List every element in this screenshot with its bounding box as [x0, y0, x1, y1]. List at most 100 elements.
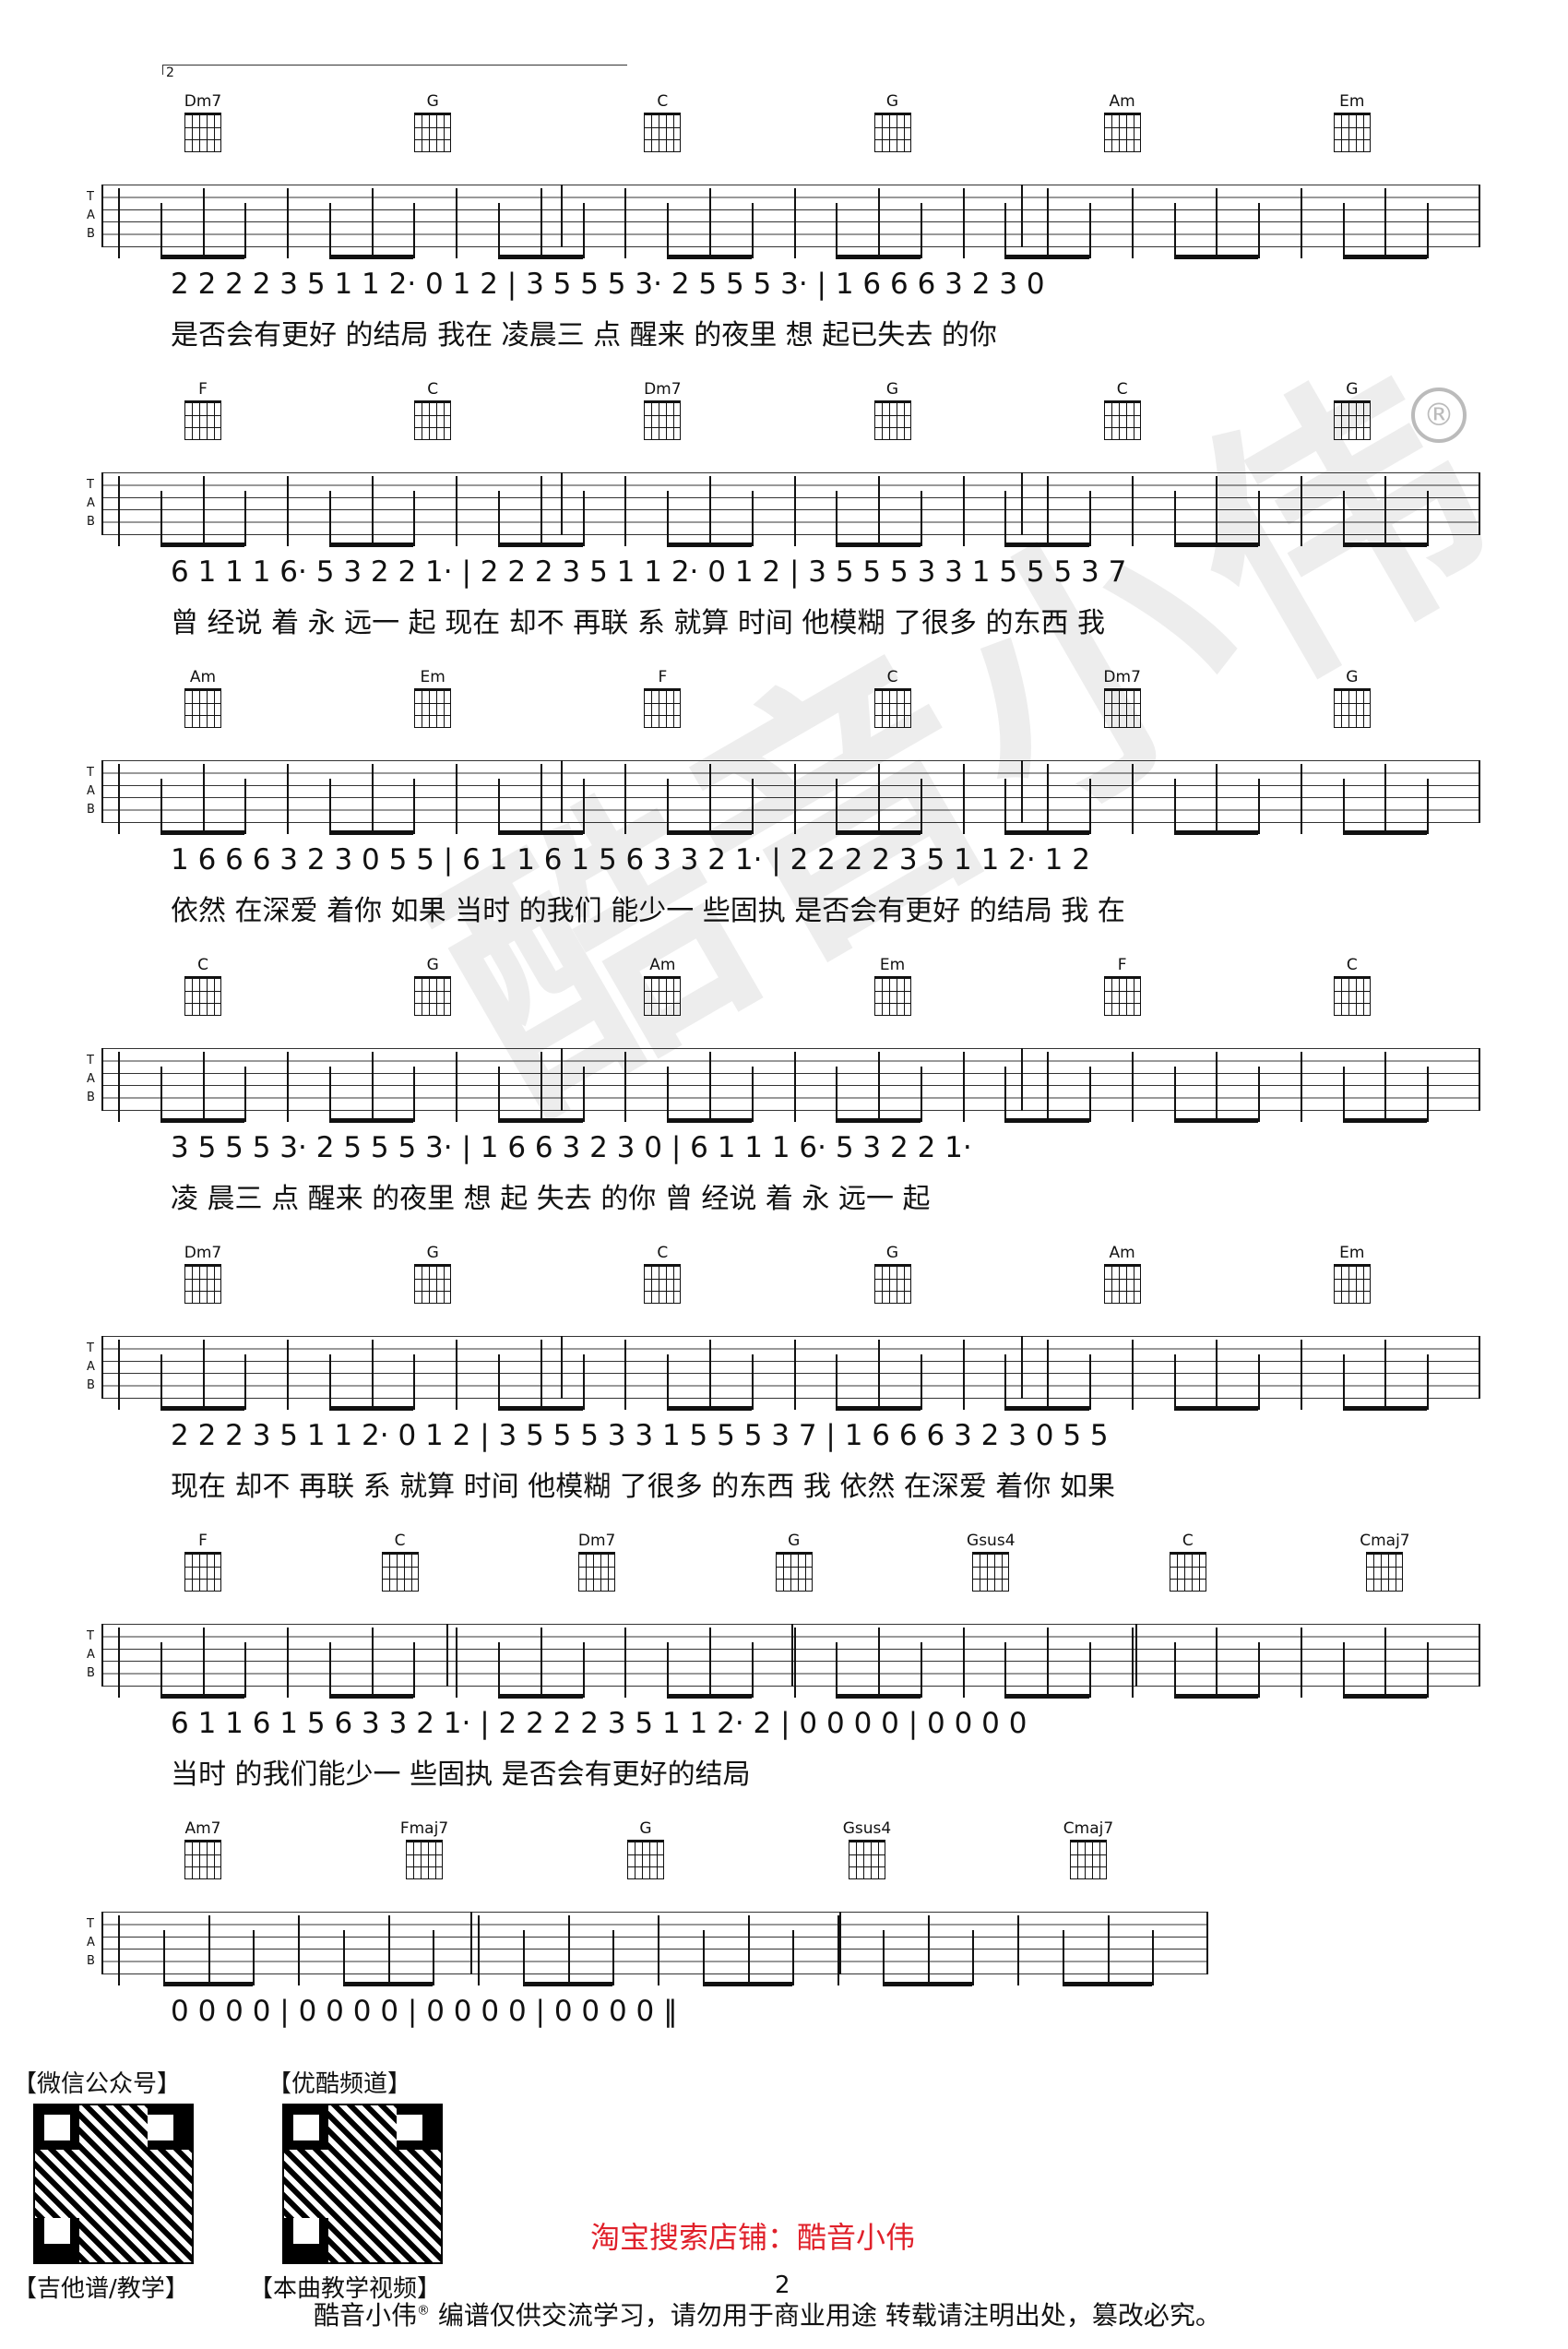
rhythm-stem	[836, 491, 838, 546]
chord-name: Em	[879, 956, 906, 974]
rhythm-stem	[793, 476, 796, 546]
chord-diagram: C	[1324, 956, 1380, 1016]
rhythm-stem	[1047, 1340, 1050, 1410]
rhythm-stem	[667, 1067, 670, 1122]
chord-name: G	[885, 1244, 899, 1262]
rhythm-stem	[708, 1052, 711, 1122]
bar-line	[101, 185, 103, 247]
bar-line	[1020, 1336, 1023, 1399]
chord-diagram: G	[618, 1819, 673, 1879]
rhythm-stem	[1088, 1067, 1091, 1122]
chord-grid	[414, 976, 452, 1016]
rhythm-stem	[1173, 1354, 1176, 1410]
numbered-notation: 3 5 5 5 3· 2 5 5 5 3· | 1 6 6 3 2 3 0 | …	[171, 1131, 972, 1164]
rhythm-stem	[702, 1930, 705, 1985]
chord-grid	[644, 1264, 682, 1304]
bar-line	[1206, 1912, 1208, 1974]
rhythm-stem	[962, 764, 965, 834]
bar-line	[1479, 472, 1480, 535]
chord-diagram: Cmaj7	[1357, 1532, 1412, 1592]
rhythm-stem	[202, 1340, 205, 1410]
rhythm-stem	[1004, 1354, 1007, 1410]
rhythm-stem	[118, 1052, 120, 1122]
rhythm-stem	[878, 188, 881, 258]
rhythm-stem	[1384, 764, 1387, 834]
rhythm-stem	[118, 764, 120, 834]
chord-diagram: Em	[1324, 92, 1380, 152]
rhythm-stem	[118, 476, 120, 546]
chord-name: F	[198, 380, 208, 399]
chord-diagram: C	[175, 956, 231, 1016]
chord-diagram: G	[1324, 668, 1380, 728]
tab-clef-letter: T	[87, 766, 94, 780]
chord-name: Dm7	[184, 92, 222, 111]
rhythm-stem	[498, 1354, 501, 1410]
rhythm-stem	[836, 1642, 838, 1698]
rhythm-stem	[1131, 476, 1134, 546]
chord-name: Dm7	[644, 380, 682, 399]
chord-diagram: F	[175, 1532, 231, 1592]
tab-clef-letter: T	[87, 190, 94, 204]
rhythm-stem	[328, 203, 331, 258]
rhythm-stem	[1300, 1628, 1302, 1698]
chord-name: F	[1117, 956, 1127, 974]
chord-name: Dm7	[1103, 668, 1141, 686]
rhythm-stem	[624, 1340, 627, 1410]
wechat-qr-code[interactable]	[33, 2104, 194, 2264]
rhythm-stem	[160, 1354, 162, 1410]
chord-grid	[644, 976, 682, 1016]
rhythm-stem	[371, 1052, 374, 1122]
rhythm-stem	[244, 779, 247, 834]
rhythm-stem	[328, 1067, 331, 1122]
bar-line	[101, 760, 103, 823]
chord-name: G	[885, 92, 899, 111]
rhythm-stem	[540, 764, 542, 834]
rhythm-stem	[836, 1067, 838, 1122]
rhythm-stem	[1004, 779, 1007, 834]
rhythm-stem	[878, 764, 881, 834]
rhythm-stem	[836, 203, 838, 258]
chord-name: Am	[1109, 1244, 1135, 1262]
chord-name: C	[886, 668, 898, 686]
chord-name: Am	[649, 956, 676, 974]
chord-diagram: Am	[1095, 92, 1150, 152]
tab-clef-letter: T	[87, 1917, 94, 1931]
chord-grid	[184, 1840, 221, 1879]
chord-grid	[184, 113, 221, 152]
rhythm-stem	[456, 1628, 458, 1698]
rhythm-stem	[751, 491, 754, 546]
numbered-notation: 6 1 1 6 1 5 6 3 3 2 1· | 2 2 2 2 3 5 1 1…	[171, 1707, 1028, 1740]
rhythm-stem	[371, 188, 374, 258]
bar-line	[1479, 185, 1480, 247]
rhythm-stem	[667, 203, 670, 258]
rhythm-stem	[1427, 491, 1430, 546]
chord-grid	[406, 1840, 443, 1879]
rhythm-stem	[793, 764, 796, 834]
chord-grid	[184, 1264, 221, 1304]
rhythm-stem	[1216, 1628, 1218, 1698]
rhythm-stem	[920, 1354, 922, 1410]
rhythm-stem	[793, 1340, 796, 1410]
rhythm-stem	[118, 1628, 120, 1698]
chord-diagram: Fmaj7	[397, 1819, 452, 1879]
rhythm-stem	[287, 188, 290, 258]
youku-qr-code[interactable]	[282, 2104, 443, 2264]
chord-name: C	[427, 380, 439, 399]
chord-grid	[1070, 1840, 1107, 1879]
rhythm-stem	[160, 779, 162, 834]
footer-notice: 编谱仅供交流学习，请勿用于商业用途 转载请注明出处，篡改必究。	[437, 2300, 1221, 2331]
rhythm-stem	[751, 779, 754, 834]
rhythm-stem	[612, 1930, 615, 1985]
chord-diagram: G	[1324, 380, 1380, 440]
rhythm-stem	[1342, 1642, 1345, 1698]
chord-name: G	[426, 956, 439, 974]
lyrics-line: 现在 却不 再联 系 就算 时间 他模糊 了很多 的东西 我 依然 在深爱 着你…	[171, 1471, 1115, 1503]
chord-grid	[1366, 1552, 1404, 1592]
rhythm-stem	[1258, 203, 1261, 258]
rhythm-stem	[751, 1067, 754, 1122]
tab-clef-letter: B	[87, 1378, 95, 1392]
rhythm-stem	[1131, 764, 1134, 834]
wechat-label: 【微信公众号】	[13, 2070, 182, 2098]
chord-diagram: Dm7	[175, 1244, 231, 1304]
